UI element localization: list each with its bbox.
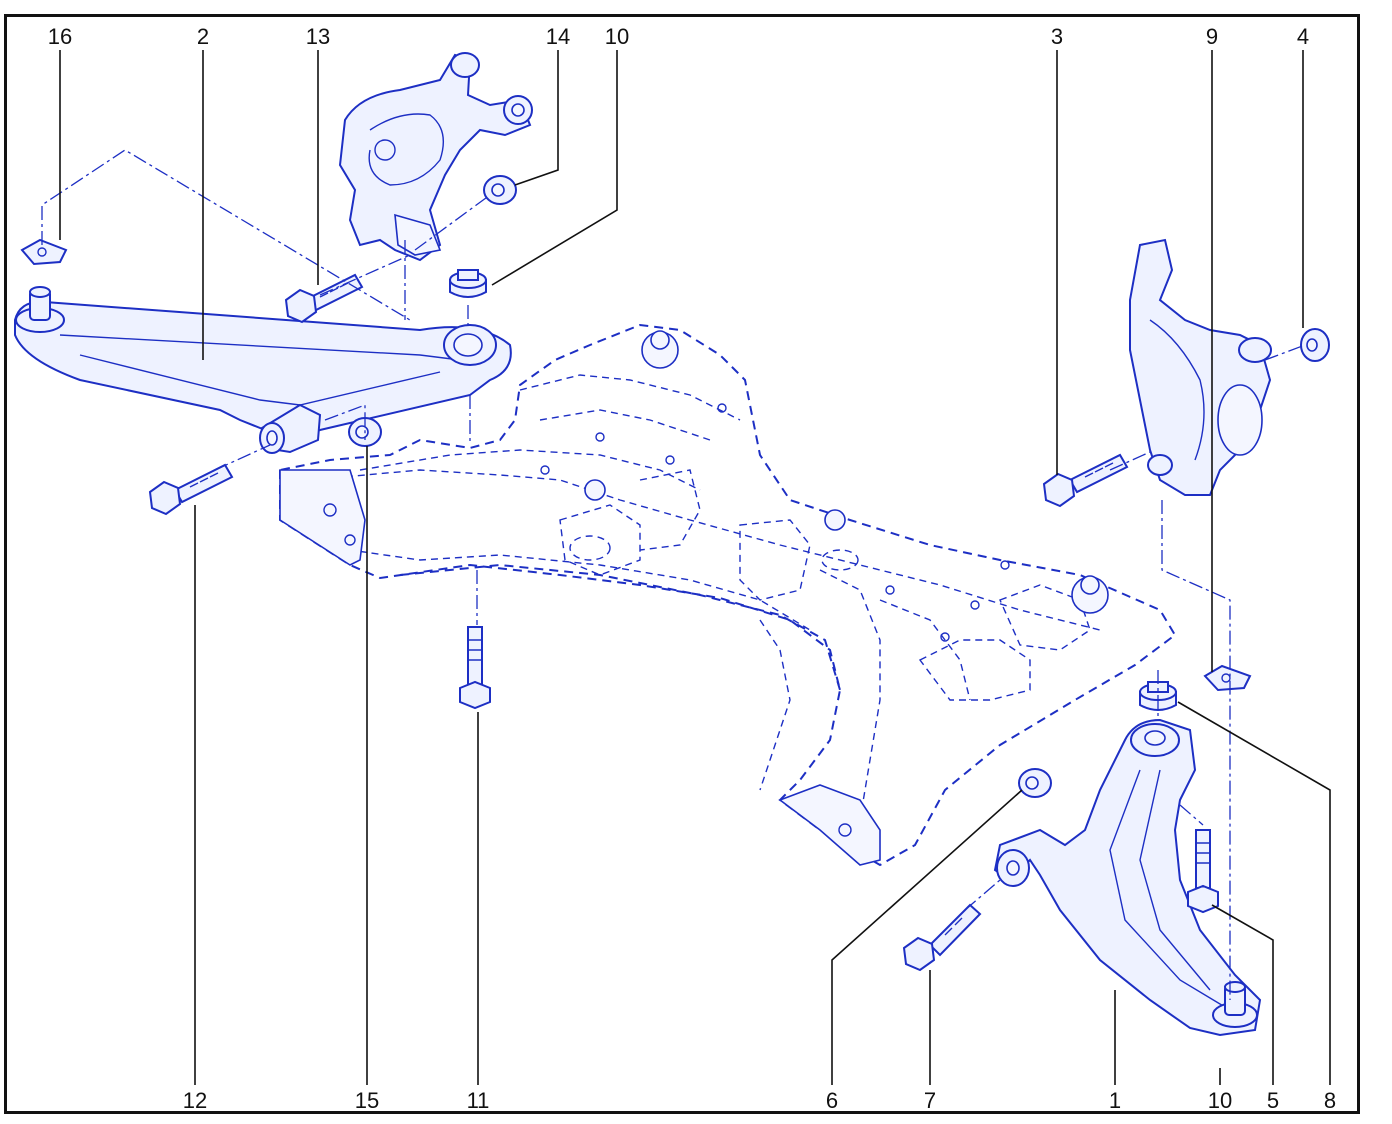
callout-16: 16 [47, 24, 73, 49]
control-arm-left [14, 286, 512, 454]
callout-14: 14 [545, 24, 571, 49]
bolt-11 [459, 626, 491, 710]
assembly-lines [41, 149, 1306, 1000]
steering-knuckle-right [1129, 238, 1272, 496]
leader-lines [59, 50, 1331, 1085]
steering-knuckle-left [338, 52, 533, 262]
bolt-3 [1042, 453, 1129, 508]
callout-6: 6 [825, 1088, 839, 1113]
control-arm-right [993, 718, 1262, 1037]
nut-4 [1300, 328, 1330, 362]
callout-11: 11 [466, 1088, 490, 1113]
callout-7: 7 [923, 1088, 937, 1113]
nut-14 [483, 175, 517, 205]
bolt-13 [284, 273, 364, 324]
subframe [279, 323, 1177, 867]
callout-2: 2 [196, 24, 210, 49]
callout-12: 12 [182, 1088, 208, 1113]
callout-15: 15 [354, 1088, 380, 1113]
bolt-7 [902, 903, 982, 972]
clip-16 [20, 238, 68, 266]
bolt-5 [1187, 829, 1219, 914]
callout-1: 1 [1108, 1088, 1122, 1113]
nut-10-upper [449, 269, 487, 298]
clip-9 [1203, 664, 1252, 692]
bolt-12 [148, 463, 234, 516]
callout-9: 9 [1205, 24, 1219, 49]
callout-10-top: 10 [604, 24, 630, 49]
callout-13: 13 [305, 24, 331, 49]
callout-3: 3 [1050, 24, 1064, 49]
callout-5: 5 [1266, 1088, 1280, 1113]
callout-4: 4 [1296, 24, 1310, 49]
callout-8: 8 [1323, 1088, 1337, 1113]
nut-6 [1018, 768, 1052, 798]
callout-10-bottom: 10 [1207, 1088, 1233, 1113]
